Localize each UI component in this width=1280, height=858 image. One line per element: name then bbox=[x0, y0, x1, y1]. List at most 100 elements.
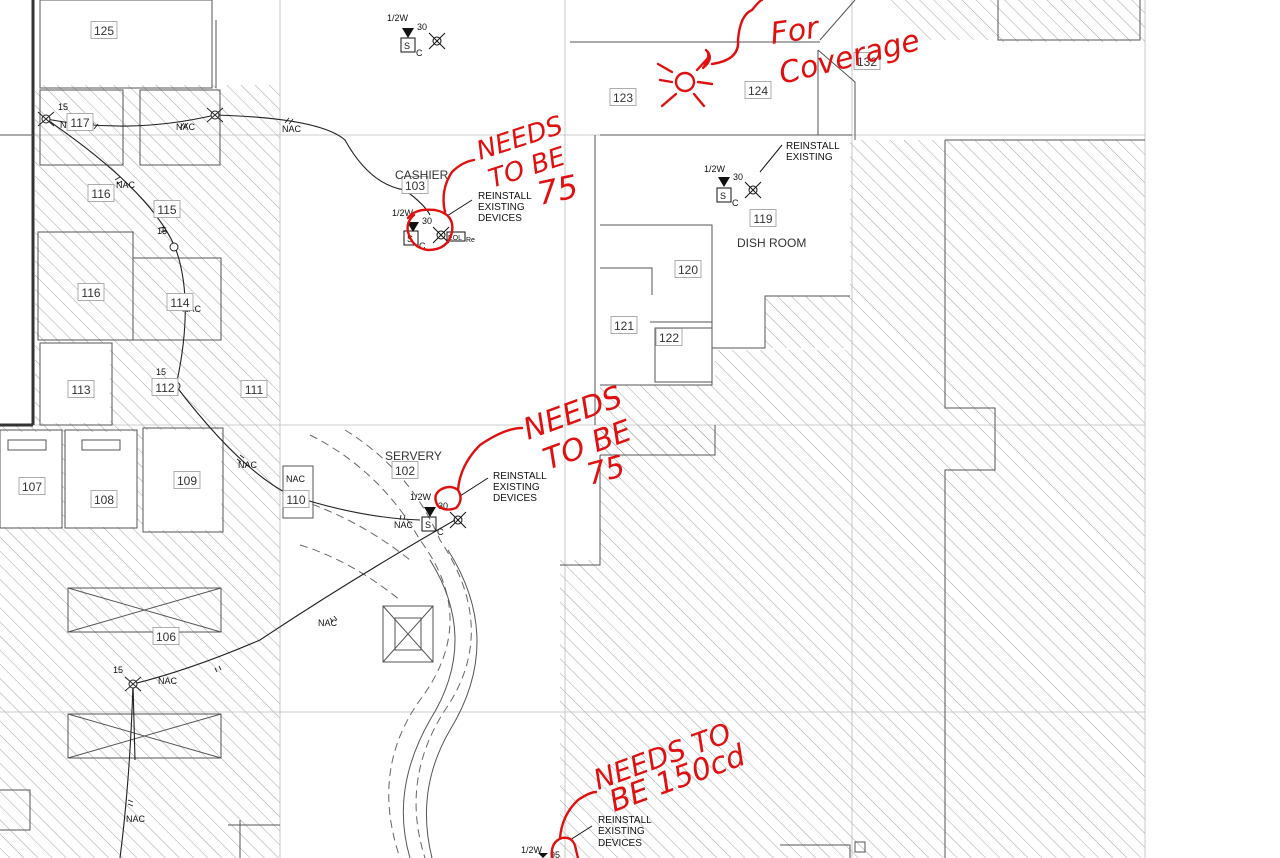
room-labels: 125 116 115 116 114 113 112 111 107 108 109 110 106 1… bbox=[18, 21, 881, 645]
room-fill-dish-lower bbox=[715, 295, 765, 350]
nac-label-8: NAC bbox=[394, 520, 414, 530]
svg-text:REINSTALL: REINSTALL bbox=[478, 191, 532, 202]
svg-text:EOL: EOL bbox=[448, 235, 462, 242]
markup-cashier-circle bbox=[406, 208, 454, 252]
markup-cashier-leader bbox=[442, 158, 476, 214]
hatch-kitchen-block bbox=[560, 425, 850, 858]
room-number: 109 bbox=[177, 474, 197, 488]
grid-lines bbox=[0, 0, 1146, 858]
room-number: 111 bbox=[245, 383, 264, 397]
svg-text:30: 30 bbox=[438, 501, 448, 511]
room-tag-114: 114 bbox=[166, 293, 194, 311]
svg-text:S: S bbox=[425, 520, 431, 530]
room-number: 113 bbox=[71, 383, 90, 397]
note-servery: REINSTALL EXISTING DEVICES bbox=[459, 471, 547, 504]
room-number: 123 bbox=[613, 91, 633, 105]
room-number: 114 bbox=[170, 296, 189, 310]
svg-text:C: C bbox=[732, 198, 739, 208]
room-tag-122: 122 bbox=[655, 328, 683, 346]
note-cashier: REINSTALL EXISTING DEVICES bbox=[446, 191, 532, 224]
hatch-top-right bbox=[855, 0, 1145, 42]
svg-text:30: 30 bbox=[733, 172, 743, 182]
room-number: 121 bbox=[614, 319, 634, 333]
markup-servery-circle bbox=[434, 485, 462, 511]
room-number: 112 bbox=[155, 381, 174, 395]
svg-text:REINSTALL: REINSTALL bbox=[493, 471, 547, 482]
markup-servery-leader bbox=[456, 426, 524, 492]
nac-label-4: NAC bbox=[116, 180, 136, 190]
room-tag-106: 106 bbox=[152, 627, 180, 645]
hatched-areas bbox=[0, 0, 1145, 858]
svg-text:EXISTING: EXISTING bbox=[598, 826, 645, 837]
room-tag-124: 124 bbox=[744, 81, 772, 99]
svg-text:EXISTING: EXISTING bbox=[478, 202, 525, 213]
room-number: 117 bbox=[70, 116, 89, 130]
room-name-cashier: CASHIER bbox=[395, 168, 449, 182]
rating-15-b: 15 bbox=[157, 226, 167, 236]
room-number: 107 bbox=[22, 480, 42, 494]
svg-text:S: S bbox=[720, 191, 726, 201]
nac-label-3: NAC bbox=[282, 124, 302, 134]
device-top: 1/2W 30 S C bbox=[387, 13, 446, 58]
room-tag-121: 121 bbox=[610, 316, 638, 334]
room-number: 106 bbox=[156, 630, 176, 644]
markup-for-text: For bbox=[768, 10, 822, 52]
svg-text:1/2W: 1/2W bbox=[392, 208, 414, 218]
room-number: 115 bbox=[157, 203, 176, 217]
room-tag-111: 111 bbox=[240, 380, 268, 398]
room-fill-120 bbox=[600, 225, 712, 385]
servery-counter-solid bbox=[402, 549, 478, 858]
device-dish: 1/2W 30 S C bbox=[704, 144, 783, 208]
room-tag-103: 103 bbox=[401, 176, 429, 194]
room-tag-108: 108 bbox=[90, 490, 118, 508]
room-number: 108 bbox=[94, 493, 114, 507]
room-number: 122 bbox=[659, 331, 679, 345]
room-number: 116 bbox=[81, 286, 100, 300]
wire-bottom-left bbox=[119, 683, 134, 858]
room-number: 116 bbox=[91, 187, 110, 201]
svg-text:30: 30 bbox=[422, 216, 432, 226]
hatch-corridor bbox=[600, 385, 715, 455]
nac-label-7: NAC bbox=[286, 474, 306, 484]
svg-text:S: S bbox=[404, 41, 410, 51]
room-name-servery: SERVERY bbox=[385, 449, 442, 463]
room-number: 103 bbox=[405, 179, 425, 193]
room-name-dish: DISH ROOM bbox=[737, 236, 806, 250]
svg-text:Re: Re bbox=[466, 237, 475, 244]
svg-text:1/2W: 1/2W bbox=[704, 164, 726, 174]
svg-text:EXISTING: EXISTING bbox=[786, 152, 833, 163]
svg-text:DEVICES: DEVICES bbox=[478, 213, 522, 224]
hatch-dish-corner bbox=[765, 296, 850, 348]
nac-label-6: NAC bbox=[238, 460, 258, 470]
note-dish: REINSTALL EXISTING bbox=[786, 141, 840, 163]
svg-text:EXISTING: EXISTING bbox=[493, 482, 540, 493]
svg-text:C: C bbox=[437, 527, 444, 537]
room-tag-107: 107 bbox=[18, 477, 46, 495]
room-tag-116: 116 bbox=[77, 283, 105, 301]
hatch-right-main bbox=[715, 140, 1145, 858]
svg-text:1/2W: 1/2W bbox=[410, 492, 432, 502]
room-fill-servery bbox=[285, 425, 560, 858]
room-tag-119: 119 bbox=[749, 209, 777, 227]
svg-text:1/2W: 1/2W bbox=[387, 13, 409, 23]
svg-text:95: 95 bbox=[550, 850, 560, 858]
nac-label-11: NAC bbox=[126, 814, 146, 824]
device-servery: 1/2W 30 S C bbox=[410, 492, 467, 537]
room-tag-112: 112 bbox=[151, 378, 179, 396]
markup-bottom-leader bbox=[558, 790, 598, 840]
room-number: 124 bbox=[748, 84, 768, 98]
room-fills bbox=[0, 130, 850, 858]
markup-bottom-circle bbox=[550, 836, 580, 858]
walls bbox=[0, 0, 1145, 858]
hatch-left-lower bbox=[0, 560, 280, 858]
svg-text:REINSTALL: REINSTALL bbox=[786, 141, 840, 152]
room-tag-115: 115 bbox=[153, 200, 181, 218]
nac-label-9: NAC bbox=[318, 618, 338, 628]
room-tag-110: 110 bbox=[282, 490, 310, 508]
markup-cashier-75: 75 bbox=[534, 167, 582, 213]
room-tag-125: 125 bbox=[90, 21, 118, 39]
markup-coverage-symbol bbox=[656, 0, 764, 108]
svg-text:C: C bbox=[416, 48, 423, 58]
room-number: 125 bbox=[94, 24, 114, 38]
